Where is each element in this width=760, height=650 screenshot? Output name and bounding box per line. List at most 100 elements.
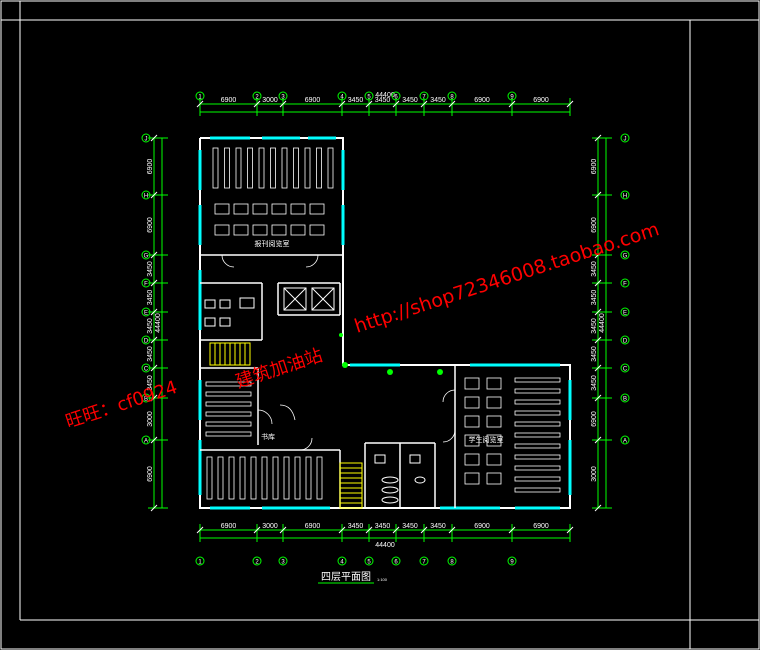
bookshelf — [205, 381, 252, 387]
bookshelf — [316, 456, 323, 500]
axis-label: 4 — [340, 560, 344, 566]
bookshelf — [514, 465, 561, 471]
reading-table — [252, 203, 268, 215]
axis-bubble — [620, 250, 630, 260]
bookshelf — [283, 456, 290, 500]
axis-label: C — [623, 367, 628, 373]
dimension-text: 6900 — [591, 159, 598, 175]
elevator-shafts — [283, 287, 335, 311]
reading-table — [486, 396, 502, 409]
drawing-scale: 1:100 — [377, 577, 388, 582]
reading-table — [486, 472, 502, 485]
bookshelf — [250, 456, 257, 500]
dimension-text: 6900 — [147, 159, 154, 175]
dimension-text: 3450 — [430, 523, 446, 530]
interior-walls — [200, 254, 456, 508]
axis-label: F — [144, 282, 148, 288]
axis-bubble — [337, 556, 347, 566]
axis-bubble — [278, 91, 288, 101]
right-dimension-chain: 6900690034503450345034503450690030004440… — [591, 133, 630, 512]
axis-bubble — [141, 278, 151, 288]
bookshelf — [205, 401, 252, 407]
dimension-text: 3000 — [147, 411, 154, 427]
axis-label: 6 — [394, 95, 398, 101]
plant-markers — [339, 333, 443, 375]
room-label-stack: 书库 — [261, 432, 275, 441]
dimension-text: 3450 — [430, 97, 446, 104]
room-label-reading-right: 学生阅览室 — [469, 435, 504, 444]
reading-table — [464, 472, 480, 485]
bookshelf — [514, 410, 561, 416]
reading-table — [233, 203, 249, 215]
bookshelf — [206, 456, 213, 500]
reading-table — [486, 453, 502, 466]
dimension-text: 3000 — [591, 466, 598, 482]
bookshelf — [258, 147, 265, 189]
dimension-text: 6900 — [305, 523, 321, 530]
dimension-text: 3450 — [147, 261, 154, 277]
overall-dimension-text: 44400 — [375, 92, 395, 99]
reading-table — [486, 434, 502, 447]
dimension-text: 6900 — [533, 97, 549, 104]
bookshelf — [205, 411, 252, 417]
dimension-text: 3000 — [262, 97, 278, 104]
dimension-text: 3450 — [591, 375, 598, 391]
axis-label: J — [145, 137, 148, 143]
axis-label: B — [623, 397, 627, 403]
axis-label: 5 — [367, 560, 371, 566]
door-swings — [221, 254, 456, 451]
axis-bubble — [620, 393, 630, 403]
bookshelf — [261, 456, 268, 500]
reading-table — [271, 224, 287, 236]
axis-bubble — [141, 307, 151, 317]
bookshelf — [212, 147, 219, 189]
axis-label: C — [144, 367, 149, 373]
axis-bubble — [195, 91, 205, 101]
axis-bubble — [447, 91, 457, 101]
axis-bubble — [620, 190, 630, 200]
dimension-text: 3450 — [147, 290, 154, 306]
axis-bubble — [419, 556, 429, 566]
dimension-text: 3450 — [591, 261, 598, 277]
floor-plan: 报刊阅览室 学生阅览室 书库 — [198, 136, 572, 510]
dimension-text: 6900 — [591, 217, 598, 233]
axis-label: A — [144, 439, 148, 445]
axis-bubble — [141, 133, 151, 143]
dimension-text: 6900 — [221, 97, 237, 104]
axis-bubble — [419, 91, 429, 101]
axis-label: 8 — [450, 95, 454, 101]
exterior-walls — [199, 137, 571, 509]
bookshelf — [205, 391, 252, 397]
bookshelf — [294, 456, 301, 500]
bookshelf — [514, 487, 561, 493]
reading-table — [309, 203, 325, 215]
axis-label: 3 — [281, 95, 285, 101]
bookshelf — [305, 456, 312, 500]
bookshelf — [514, 388, 561, 394]
bookshelf — [239, 456, 246, 500]
bookshelf — [304, 147, 311, 189]
reading-table — [464, 434, 480, 447]
reading-table — [214, 203, 230, 215]
bookshelf — [205, 421, 252, 427]
axis-bubble — [141, 190, 151, 200]
axis-label: F — [623, 282, 627, 288]
dimension-text: 3450 — [375, 523, 391, 530]
dimension-text: 6900 — [591, 411, 598, 427]
reading-table — [271, 203, 287, 215]
axis-label: 7 — [422, 95, 426, 101]
axis-label: D — [623, 339, 628, 345]
axis-bubble — [141, 363, 151, 373]
axis-label: 2 — [255, 560, 259, 566]
axis-bubble — [141, 393, 151, 403]
axis-label: 5 — [367, 95, 371, 101]
reading-table — [464, 396, 480, 409]
axis-bubble — [141, 435, 151, 445]
reading-table — [464, 377, 480, 390]
dimension-text: 3450 — [147, 375, 154, 391]
axis-label: 9 — [510, 560, 514, 566]
axis-bubble — [364, 556, 374, 566]
axis-label: 7 — [422, 560, 426, 566]
